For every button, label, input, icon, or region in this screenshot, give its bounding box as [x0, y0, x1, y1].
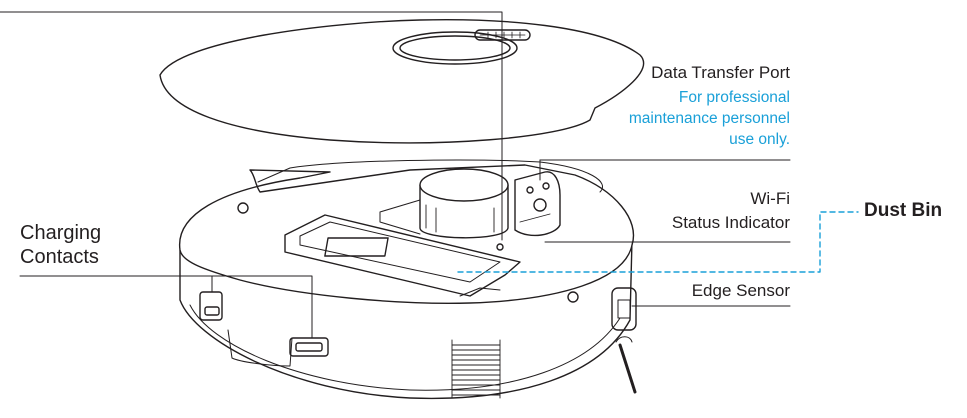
robot-body: [179, 159, 637, 400]
label-charging-line-2: Contacts: [20, 246, 99, 268]
note-data-transfer-line-3: use only.: [729, 131, 790, 148]
note-data-transfer-line-2: maintenance personnel: [628, 110, 790, 127]
top-cover-lid: [159, 18, 645, 144]
label-edge-sensor: Edge Sensor: [691, 281, 790, 300]
label-data-transfer-port: Data Transfer Port: [651, 63, 790, 82]
label-charging-line-1: Charging: [20, 222, 102, 244]
note-data-transfer-line-1: For professional: [678, 89, 790, 106]
label-dust-bin: Dust Bin: [864, 200, 943, 221]
leader-data-port: [0, 11, 503, 241]
leader-charging-2: [211, 275, 313, 339]
leader-charging-1: [19, 275, 213, 293]
label-wifi-line-1: Wi-Fi: [750, 189, 790, 208]
label-wifi-line-2: Status Indicator: [671, 213, 790, 232]
leader-dust-bin: [457, 211, 859, 273]
leader-lines: [0, 11, 791, 339]
